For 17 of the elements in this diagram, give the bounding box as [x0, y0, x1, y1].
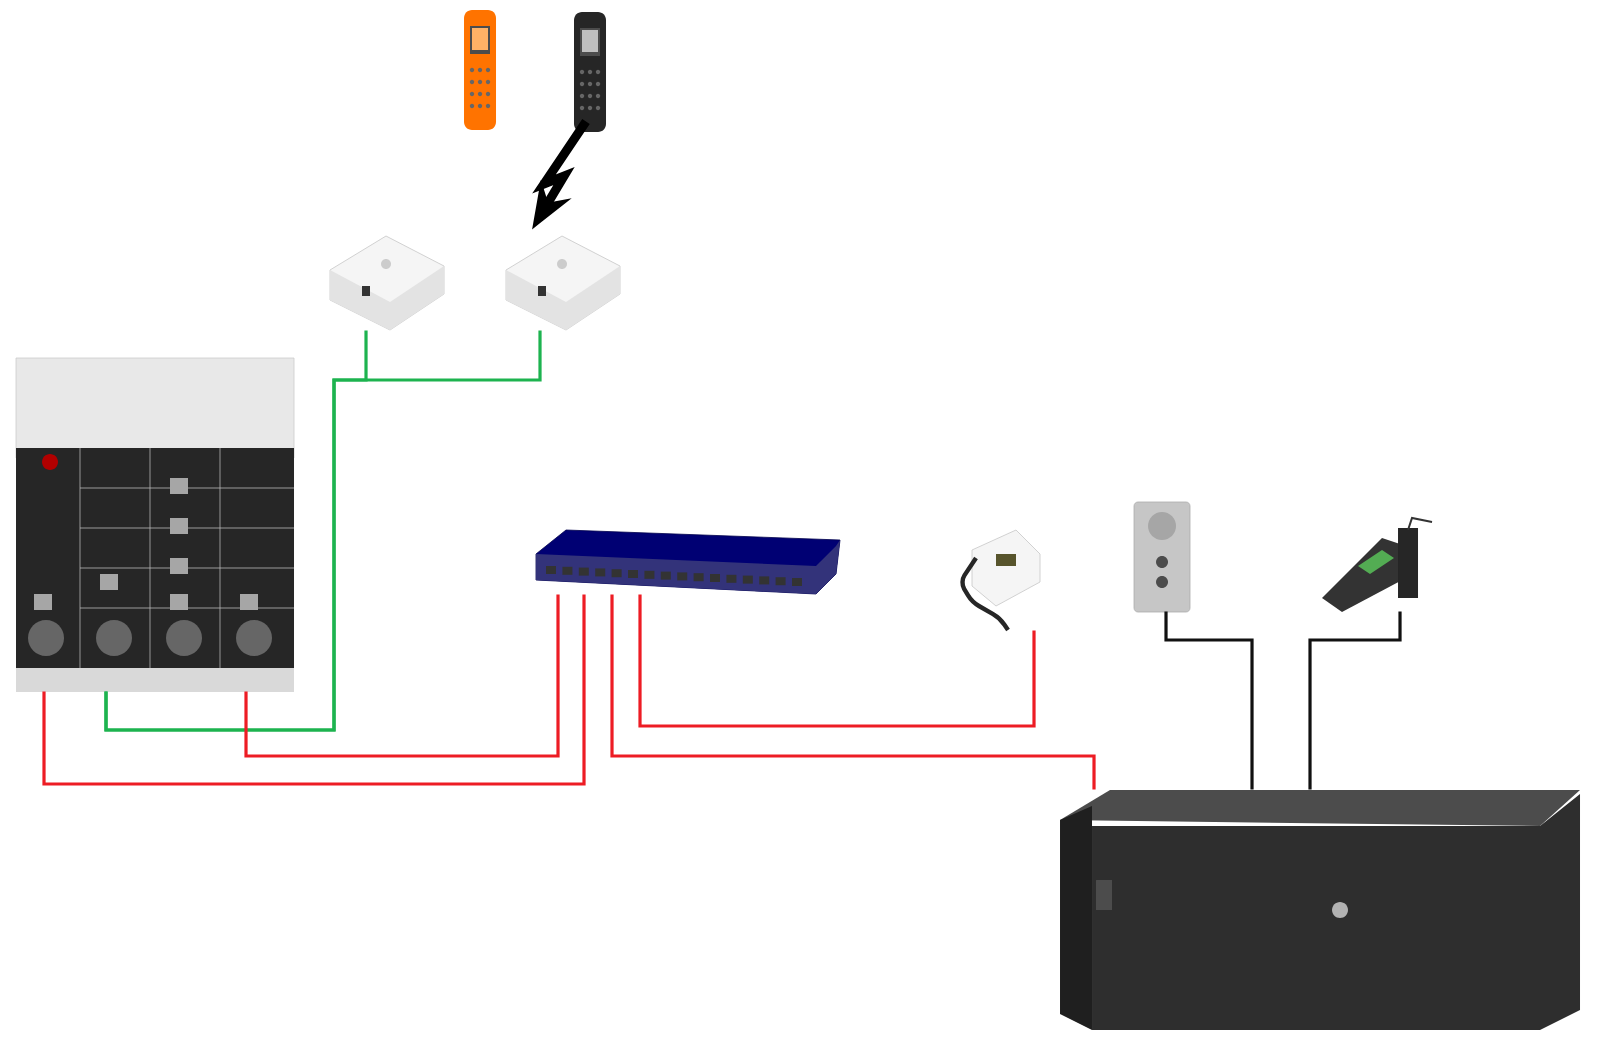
chassis-drawing: [15, 357, 295, 692]
cable: [104, 330, 542, 732]
intercom-panel-drawing: [1133, 501, 1191, 613]
base-station-drawing: [505, 235, 621, 331]
desk-phone-drawing: [960, 529, 1041, 632]
cable: [1308, 611, 1402, 790]
handset-drawing: [464, 10, 496, 130]
cable: [244, 594, 560, 758]
cable: [42, 594, 586, 786]
desk-console-drawing: [1322, 516, 1433, 612]
handset-drawing: [574, 12, 606, 132]
cable: [1164, 611, 1254, 790]
cable: [638, 594, 1036, 728]
exchange-unit-drawing: [1060, 790, 1580, 1030]
network-switch-drawing: [535, 529, 841, 595]
cable: [610, 594, 1096, 790]
base-station-drawing: [329, 235, 445, 331]
